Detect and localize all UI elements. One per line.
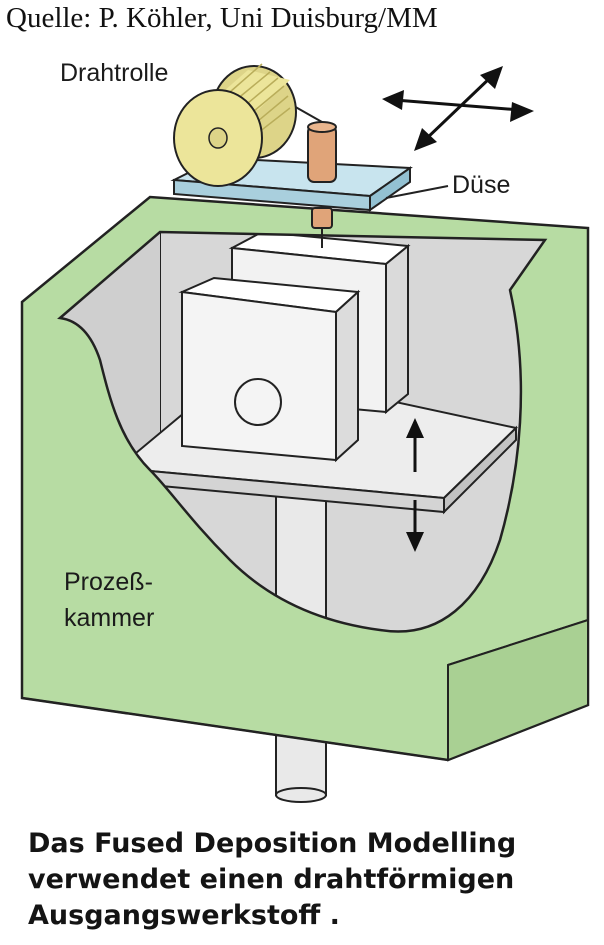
source-credit: Quelle: P. Köhler, Uni Duisburg/MM — [6, 2, 438, 34]
vertical-motion-arrow — [406, 418, 424, 552]
model-block-back-side — [385, 243, 409, 415]
duese-leader-line — [385, 185, 449, 199]
nozzle-upper — [307, 125, 337, 183]
label-prozesskammer: Prozeß- kammer — [64, 564, 154, 636]
label-prozesskammer-line1: Prozeß- — [64, 568, 153, 596]
nozzle-carrier-plate-side — [369, 166, 411, 212]
caption: Das Fused Deposition Modelling verwendet… — [28, 826, 516, 934]
horizontal-motion-arrows — [382, 66, 534, 151]
caption-line2: verwendet einen drahtförmigen — [28, 864, 515, 895]
label-drahtrolle: Drahtrolle — [60, 59, 169, 87]
nozzle-upper-cap — [307, 121, 337, 133]
caption-line1: Das Fused Deposition Modelling — [28, 828, 517, 859]
nozzle-lower — [311, 207, 333, 229]
model-block-front-side — [335, 289, 359, 463]
build-platform-side — [443, 425, 517, 515]
wire-spool — [173, 63, 297, 187]
caption-line3: Ausgangswerkstoff . — [28, 900, 340, 931]
chamber-side-face — [447, 618, 589, 762]
label-prozesskammer-line2: kammer — [64, 604, 155, 632]
model-hole — [234, 378, 282, 426]
label-duese: Düse — [452, 171, 511, 199]
model-block-front-face — [181, 290, 337, 462]
support-column-base — [275, 787, 327, 803]
